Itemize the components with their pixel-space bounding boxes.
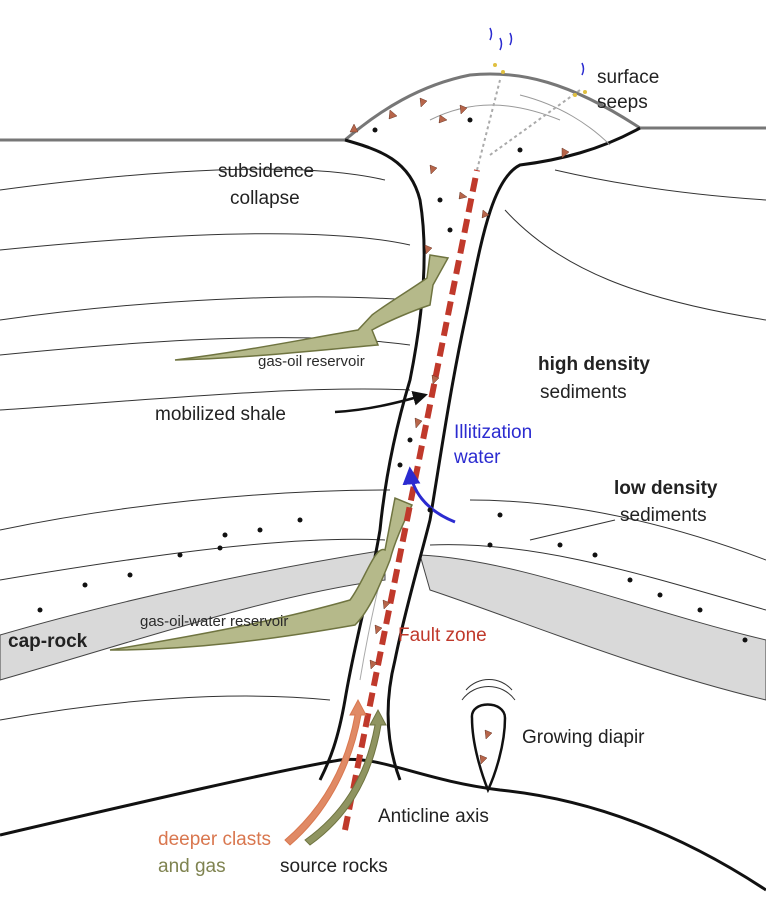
- cap-rock-label: cap-rock: [8, 631, 88, 652]
- illitization-label-2: water: [453, 447, 501, 468]
- diapir-halo: [462, 687, 515, 701]
- surface-seeps-label-2: seeps: [597, 92, 648, 113]
- strata-line: [470, 500, 766, 560]
- high-density-label-1: high density: [538, 354, 650, 375]
- strata-line: [555, 170, 766, 200]
- strata-line: [505, 210, 766, 320]
- strata-line: [0, 696, 330, 720]
- high-density-label-2: sediments: [540, 382, 627, 403]
- deeper-clasts-label: deeper clasts: [158, 829, 271, 850]
- low-density-label-2: sediments: [620, 505, 707, 526]
- illitization-label-1: Illitization: [454, 422, 532, 443]
- fault-extension: [477, 80, 500, 170]
- strata-line: [0, 169, 385, 190]
- mobilized-shale-leader: [335, 395, 425, 412]
- gas-oil-water-reservoir-label: gas-oil-water reservoir: [140, 613, 288, 630]
- sediment-dots: [38, 118, 748, 643]
- fault-zone-line: [345, 170, 477, 830]
- low-density-label-1: low density: [614, 478, 718, 499]
- growing-diapir: [472, 705, 505, 791]
- strata-line: [0, 297, 410, 320]
- strata-line: [0, 234, 410, 250]
- source-rocks-label: source rocks: [280, 856, 388, 877]
- subsidence-label-2: collapse: [230, 188, 300, 209]
- gas-oil-reservoir-label: gas-oil reservoir: [258, 353, 365, 370]
- conduit-right-wall: [388, 128, 640, 780]
- growing-diapir-label: Growing diapir: [522, 727, 645, 748]
- diapir-halo: [466, 680, 512, 691]
- mobilized-shale-label: mobilized shale: [155, 404, 286, 425]
- strata-line: [0, 490, 390, 530]
- subsidence-label-1: subsidence: [218, 161, 314, 182]
- anticline-axis-label: Anticline axis: [378, 806, 489, 827]
- and-gas-label: and gas: [158, 856, 226, 877]
- surface-seeps-label-1: surface: [597, 67, 659, 88]
- seep-bubbles: [490, 28, 587, 97]
- low-density-leader: [530, 520, 615, 540]
- fault-zone-label: Fault zone: [398, 625, 487, 646]
